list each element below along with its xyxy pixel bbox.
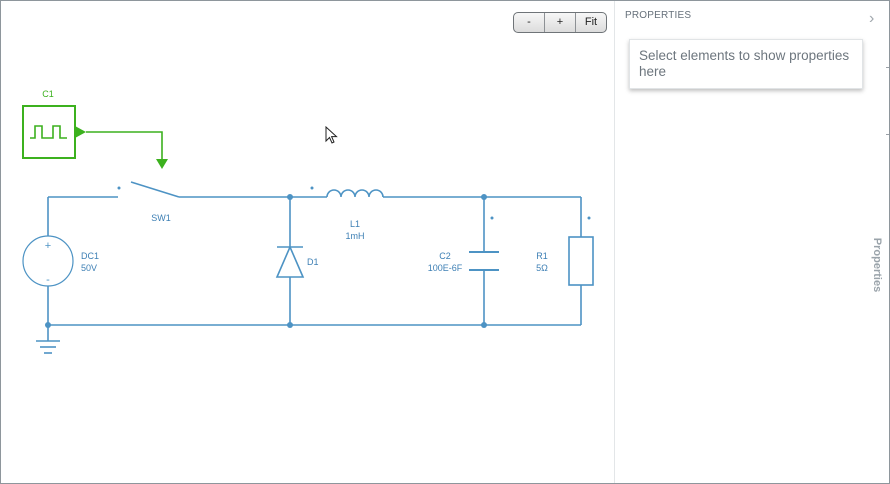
chevron-right-icon[interactable]: › [869, 10, 875, 27]
dc1-symbol [22, 235, 74, 287]
properties-tab-label: Properties [871, 237, 883, 293]
c2-capacitor[interactable]: C2 100E-6F [428, 251, 499, 273]
ground-icon [36, 340, 60, 354]
schematic-canvas[interactable]: C1 [1, 1, 614, 483]
d1-diode[interactable]: D1 [275, 244, 319, 278]
square-wave-icon [30, 125, 67, 139]
c1-control-arrow [156, 159, 168, 169]
diode-icon [275, 244, 305, 278]
mouse-pointer-icon [325, 126, 338, 144]
c1-box [22, 105, 76, 159]
r1-label: R1 [536, 251, 548, 261]
dc1-label: DC1 [81, 251, 99, 261]
junction-dot [287, 194, 293, 200]
d1-label: D1 [307, 257, 319, 267]
l1-label: L1 [350, 219, 360, 229]
l1-value: 1mH [345, 231, 364, 241]
resistor-icon [568, 236, 594, 286]
edge-tick [886, 67, 889, 68]
panel-divider[interactable] [614, 1, 615, 483]
c2-label: C2 [439, 251, 451, 261]
wires [47, 196, 582, 341]
junction-dot [45, 322, 51, 328]
zoom-out-button[interactable]: - [514, 13, 545, 32]
switch-blade [130, 181, 180, 198]
dc1-minus: - [46, 274, 50, 286]
inductor-icon [326, 189, 384, 198]
r1-value: 5Ω [536, 263, 548, 273]
edge-tick [886, 134, 889, 135]
c1-label: C1 [42, 89, 54, 99]
polarity-dot [490, 216, 494, 220]
dc1-value: 50V [81, 263, 97, 273]
polarity-dot [310, 186, 314, 190]
zoom-controls: - + Fit [513, 12, 607, 33]
l1-inductor[interactable]: L1 1mH [326, 189, 384, 241]
c2-value: 100E-6F [428, 263, 463, 273]
schematic-svg[interactable]: C1 [1, 1, 614, 483]
junctions [45, 186, 591, 328]
properties-title: PROPERTIES [625, 10, 692, 21]
properties-placeholder: Select elements to show properties here [629, 39, 863, 89]
c1-control-wire [86, 131, 163, 159]
zoom-in-button[interactable]: + [545, 13, 576, 32]
dc1-voltage-source[interactable]: + - DC1 50V [22, 235, 99, 287]
dc1-plus: + [45, 240, 51, 252]
polarity-dot [117, 186, 121, 190]
junction-dot [481, 194, 487, 200]
polarity-dot [587, 216, 591, 220]
c1-output-arrow [75, 126, 86, 138]
junction-dot [287, 322, 293, 328]
c1-clock-source[interactable]: C1 [22, 89, 168, 169]
sw1-switch[interactable]: SW1 [130, 181, 180, 223]
zoom-fit-button[interactable]: Fit [584, 16, 598, 28]
properties-side-tab[interactable]: Properties [865, 237, 889, 301]
sw1-label: SW1 [151, 213, 171, 223]
junction-dot [481, 322, 487, 328]
properties-panel: PROPERTIES › Select elements to show pro… [615, 1, 889, 483]
r1-resistor[interactable]: R1 5Ω [536, 236, 594, 286]
